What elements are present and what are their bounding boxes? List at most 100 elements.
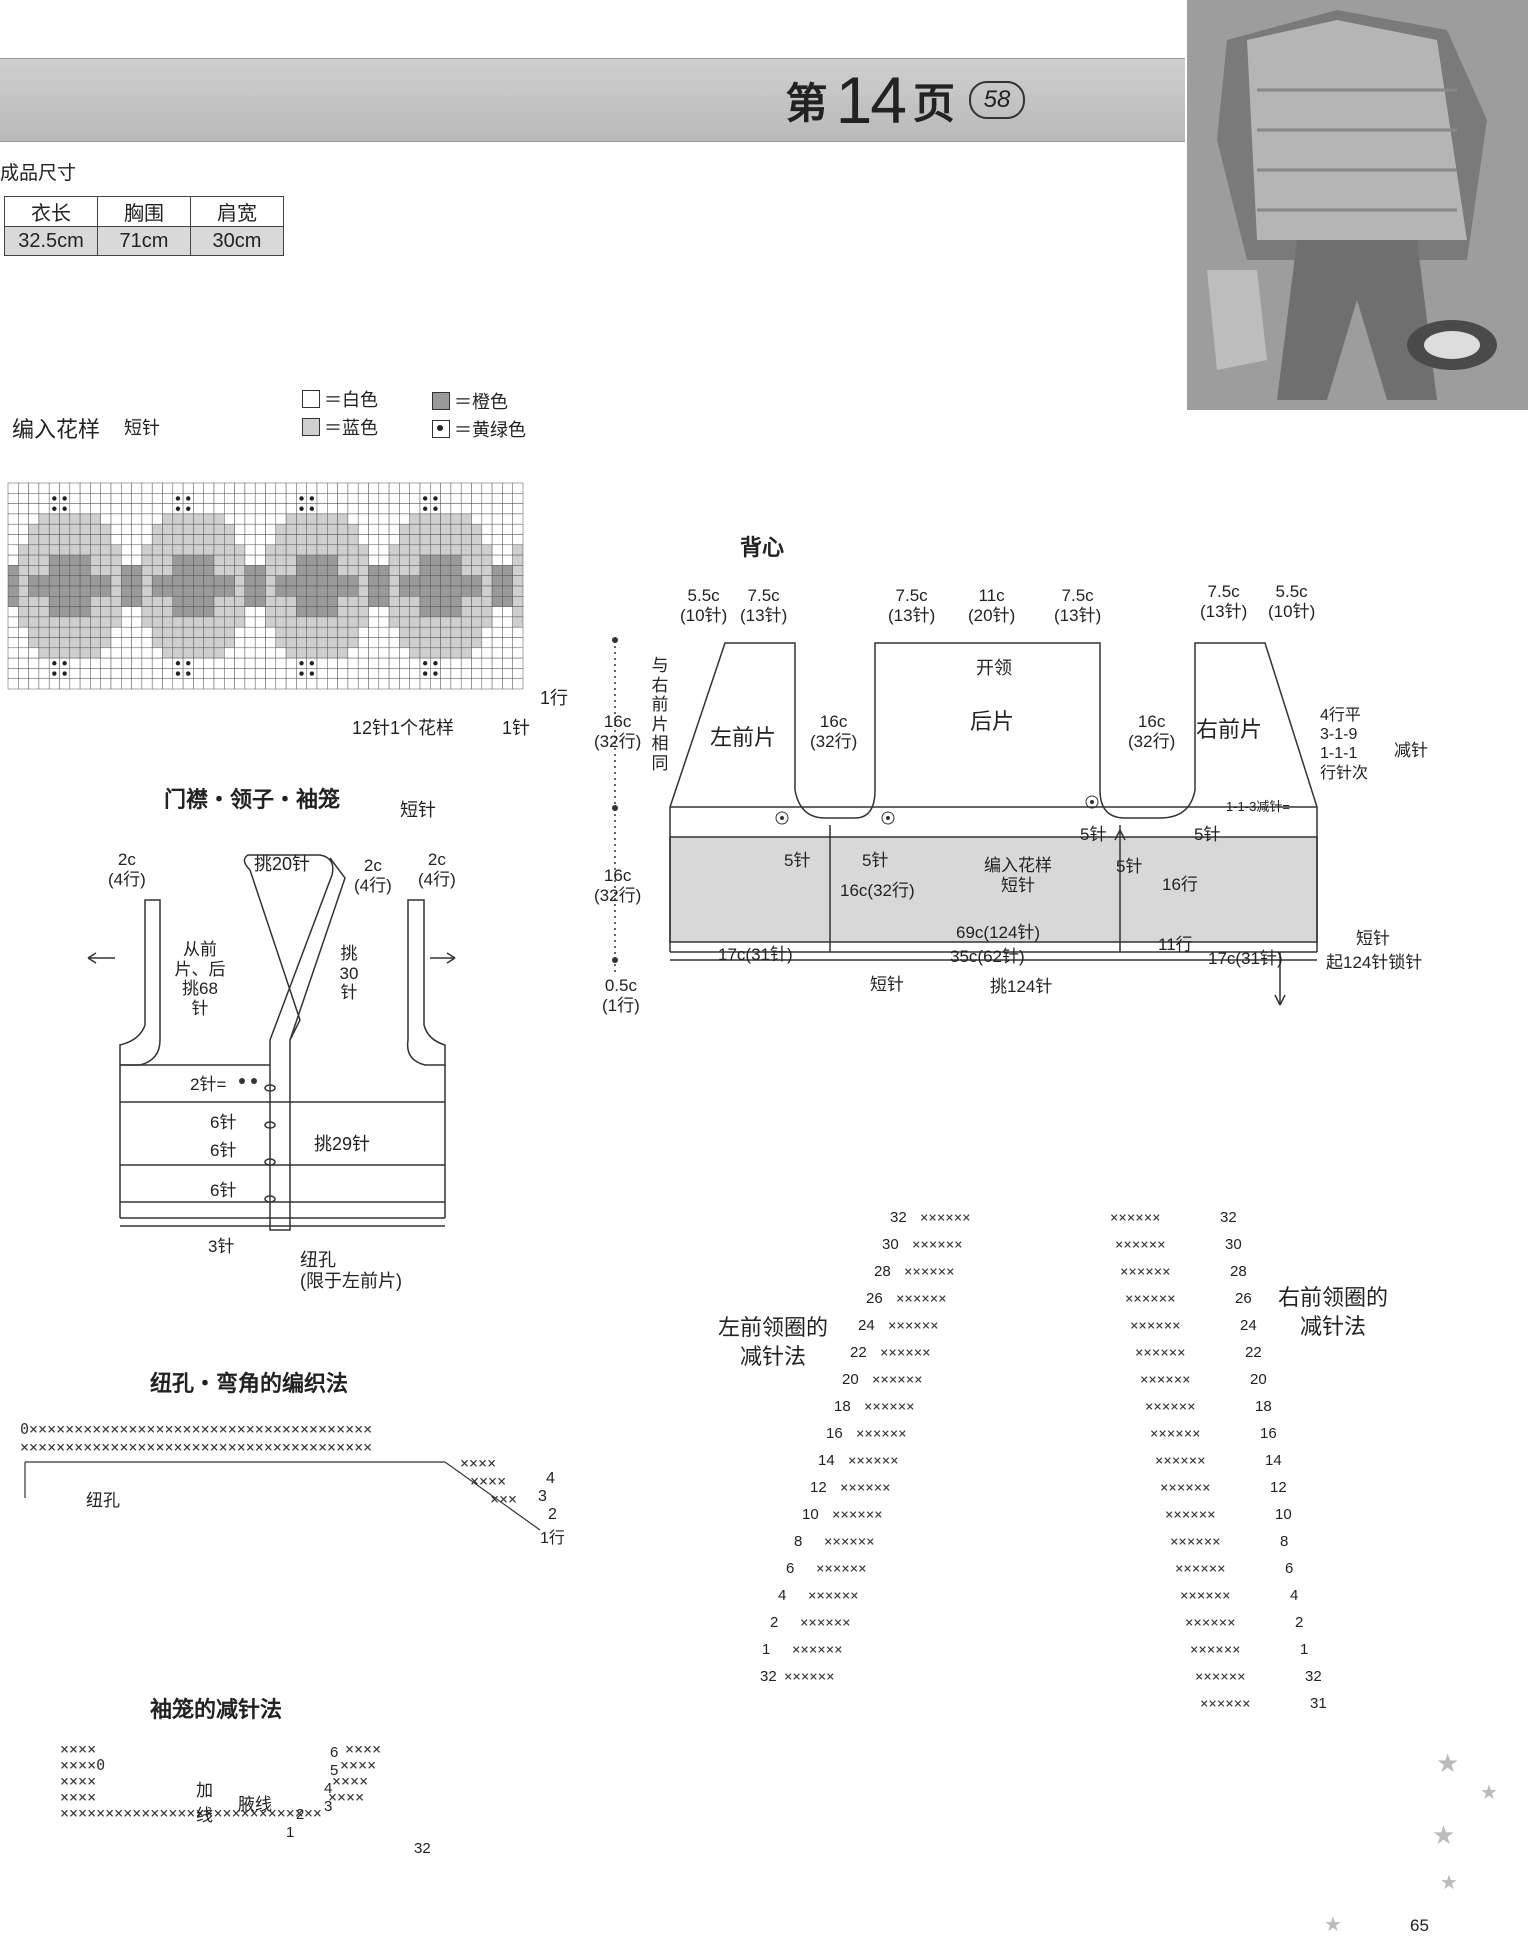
chart-cell xyxy=(471,637,483,649)
chart-cell xyxy=(213,493,225,504)
chart-cell xyxy=(244,513,256,525)
chart-cell xyxy=(419,616,431,628)
chart-cell xyxy=(419,565,431,576)
chart-cell xyxy=(28,626,40,638)
chart-cell xyxy=(79,565,91,576)
chart-cell xyxy=(131,565,143,576)
svg-text:××××: ×××× xyxy=(60,1740,96,1758)
neck-stitch-row: ×××××× xyxy=(1140,1372,1191,1388)
chart-cell xyxy=(79,513,91,525)
chart-cell xyxy=(368,534,380,546)
neck-row-number: 6 xyxy=(786,1560,794,1577)
chart-cell xyxy=(244,626,256,638)
neck-stitch-row: ×××××× xyxy=(920,1210,971,1226)
chart-cell xyxy=(285,565,297,576)
chart-cell xyxy=(481,657,493,669)
chart-cell xyxy=(285,503,297,515)
neck-row-number: 12 xyxy=(810,1479,827,1496)
chart-cell xyxy=(90,544,101,556)
chart-cell xyxy=(306,565,318,576)
chart-cell xyxy=(224,575,235,587)
chart-cell xyxy=(481,616,493,628)
chart-cell xyxy=(502,575,513,587)
chart-cell xyxy=(265,575,277,587)
chart-cell xyxy=(316,523,328,535)
chart-cell xyxy=(121,637,132,649)
chart-cell xyxy=(419,585,431,597)
chart-cell xyxy=(491,657,503,669)
chart-cell xyxy=(337,668,349,679)
chart-cell xyxy=(316,616,328,628)
chart-cell xyxy=(110,523,122,535)
chart-cell xyxy=(378,523,390,535)
chart-cell xyxy=(378,565,390,576)
chart-cell xyxy=(203,575,215,587)
chart-cell xyxy=(440,513,452,525)
chart-cell xyxy=(234,657,246,669)
neck-stitch-row: ×××××× xyxy=(1125,1291,1176,1307)
chart-cell xyxy=(48,596,60,607)
chart-cell xyxy=(121,678,132,690)
star-icon: ★ xyxy=(1432,1820,1456,1850)
chart-cell xyxy=(244,606,256,618)
neck-stitch-row: ×××××× xyxy=(1150,1426,1201,1442)
chart-cell xyxy=(316,657,328,669)
armhole-row-2: 2 xyxy=(296,1806,305,1823)
chart-cell xyxy=(306,626,318,638)
neck-stitch-row: ×××××× xyxy=(832,1507,883,1523)
chart-cell xyxy=(306,596,318,607)
chart-cell xyxy=(337,678,349,690)
chart-cell xyxy=(28,513,40,525)
star-icon: ★ xyxy=(1440,1872,1458,1894)
chart-cell xyxy=(90,606,101,618)
chart-cell xyxy=(430,513,441,525)
neck-row-number: 24 xyxy=(1240,1317,1257,1334)
chart-cell xyxy=(316,534,328,546)
chart-cell xyxy=(254,585,266,597)
chart-cell xyxy=(409,596,421,607)
chart-cell xyxy=(388,523,400,535)
neck-stitch-row: ×××××× xyxy=(800,1615,851,1631)
chart-cell xyxy=(368,668,380,679)
chart-cell xyxy=(7,657,19,669)
chart-cell xyxy=(327,503,338,515)
chart-cell xyxy=(460,585,472,597)
chart-cell xyxy=(100,637,112,649)
chart-cell xyxy=(388,544,400,556)
chart-cell xyxy=(79,534,91,546)
chart-cell xyxy=(471,544,483,556)
chart-cell xyxy=(316,482,328,494)
chart-cell xyxy=(18,503,29,515)
chart-cell xyxy=(337,596,349,607)
chart-cell xyxy=(48,585,60,597)
chart-cell xyxy=(327,585,338,597)
chart-cell xyxy=(327,544,338,556)
chart-cell xyxy=(265,596,277,607)
chart-cell xyxy=(224,606,235,618)
chart-cell xyxy=(430,637,441,649)
chart-cell xyxy=(388,513,400,525)
chart-cell xyxy=(100,534,112,546)
placket-buttonhole: 纽孔(限于左前片) xyxy=(300,1250,402,1291)
size-header-shoulder: 肩宽 xyxy=(190,196,284,227)
chart-cell xyxy=(18,565,29,576)
placket-pick29: 挑29针 xyxy=(314,1134,371,1154)
chart-cell xyxy=(224,523,235,535)
neck-row-number: 32 xyxy=(760,1668,777,1685)
chart-cell xyxy=(172,544,184,556)
chart-cell xyxy=(409,482,421,494)
chart-cell xyxy=(440,637,452,649)
chart-cell xyxy=(141,565,153,576)
chart-cell xyxy=(7,596,19,607)
chart-cell xyxy=(90,657,101,669)
chart-cell xyxy=(481,575,493,587)
chart-cell xyxy=(388,585,400,597)
chart-cell xyxy=(368,647,380,659)
chart-cell xyxy=(275,544,287,556)
neck-stitch-row: ×××××× xyxy=(824,1534,875,1550)
chart-cell xyxy=(90,482,101,494)
chart-cell xyxy=(347,554,359,566)
chart-cell xyxy=(409,554,421,566)
dim-11c: 11c(20针) xyxy=(968,586,1016,625)
chart-cell xyxy=(131,616,143,628)
